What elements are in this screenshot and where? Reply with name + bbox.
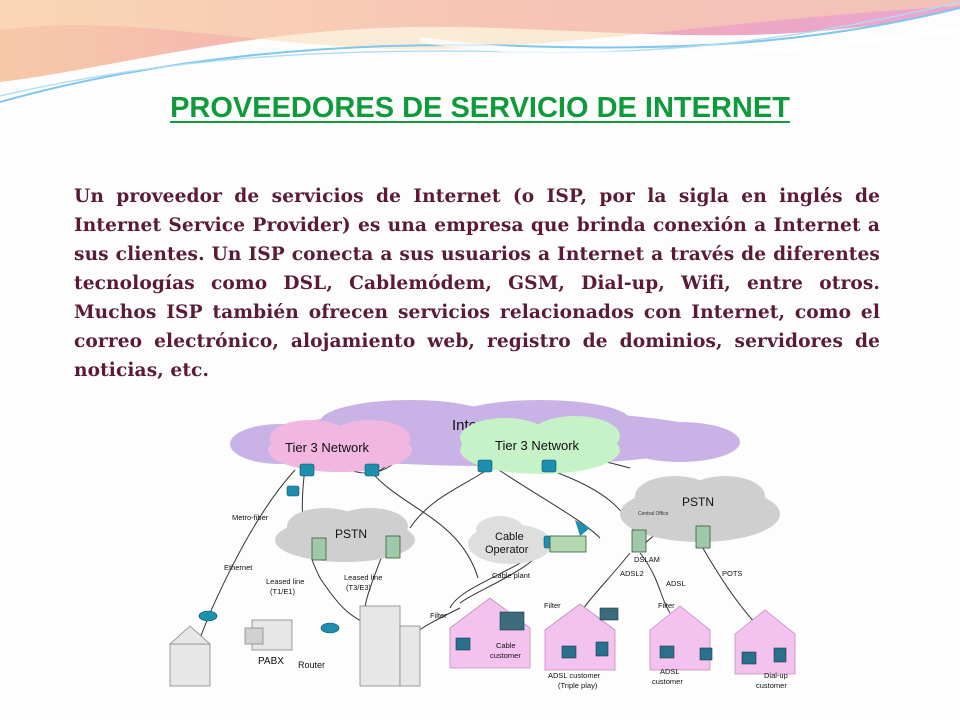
- computer-icon: [699, 647, 713, 661]
- cable-customer-label-2: customer: [490, 651, 521, 660]
- server-icon: [695, 525, 711, 549]
- phone-icon: [595, 641, 609, 657]
- adsl-label: ADSL: [666, 579, 686, 588]
- satellite-dish-icon: [575, 520, 590, 536]
- tv-icon: [599, 607, 619, 621]
- cloud-tier3-left: Tier 3 Network: [268, 420, 412, 472]
- cloud-pstn-right: PSTN Central Office: [620, 476, 780, 542]
- router-icon: [477, 459, 493, 473]
- adsl-triple-play-sub: (Triple play): [558, 681, 598, 690]
- computer-icon: [659, 645, 675, 659]
- building-right: [359, 605, 421, 687]
- computer-icon: [561, 645, 577, 659]
- dslam-icon: [631, 529, 647, 553]
- adsl-customer-label-2: customer: [652, 677, 683, 686]
- filter-label-1: Filter: [430, 611, 447, 620]
- switch-icon: [286, 485, 300, 497]
- cloud-pstn-left: PSTN: [275, 508, 415, 562]
- decorative-wave-header: [0, 0, 960, 103]
- dslam-label: DSLAM: [634, 555, 660, 564]
- dialup-customer-label-2: customer: [756, 681, 787, 690]
- cloud-tier3-right: Tier 3 Network: [460, 416, 620, 474]
- filter-label-2: Filter: [544, 601, 561, 610]
- isp-description: Un proveedor de servicios de Internet (o…: [74, 186, 880, 381]
- exchange-servers: [311, 525, 711, 561]
- cable-operator-label-1: Cable: [495, 531, 524, 543]
- leased-line-right-label: Leased line: [344, 573, 382, 582]
- leased-line-right-sub: (T3/E3): [346, 583, 372, 592]
- phone-icon: [773, 647, 787, 663]
- router-icon: [198, 610, 218, 622]
- server-icon: [385, 535, 401, 559]
- router-icon: [541, 459, 557, 473]
- cable-customer-label-1: Cable: [496, 641, 516, 650]
- pots-label: POTS: [722, 569, 742, 578]
- leased-line-left-sub: (T1/E1): [270, 587, 296, 596]
- router-icon: [364, 463, 380, 477]
- house-dialup-customer: [734, 609, 796, 675]
- page-title: PROVEEDORES DE SERVICIO DE INTERNET: [170, 92, 790, 124]
- tier3-right-label: Tier 3 Network: [495, 438, 580, 453]
- tier3-left-label: Tier 3 Network: [285, 440, 370, 455]
- cable-plant-label: Cable plant: [492, 571, 531, 580]
- building-pabx: [244, 619, 293, 651]
- router-icon: [299, 463, 315, 477]
- adsl-customer-label-1: ADSL: [660, 667, 680, 676]
- ethernet-label: Ethernet: [224, 563, 253, 572]
- pstn-right-label: PSTN: [682, 495, 714, 509]
- leased-line-left-label: Leased line: [266, 577, 304, 586]
- cloud-cable-operator: Cable Operator: [468, 516, 552, 564]
- building-left: [168, 625, 212, 687]
- adsl-triple-play-label: ADSL customer: [548, 671, 601, 680]
- central-office-label: Central Office: [638, 511, 669, 517]
- customer-devices: [455, 607, 787, 665]
- cable-operator-label-2: Operator: [485, 544, 529, 556]
- filter-label-3: Filter: [658, 601, 675, 610]
- computer-icon: [455, 637, 471, 651]
- router-label: Router: [298, 660, 325, 670]
- pabx-label: PABX: [258, 656, 284, 667]
- router-icon: [320, 622, 340, 634]
- pstn-left-label: PSTN: [335, 527, 367, 541]
- cable-headend-icon: [549, 535, 587, 553]
- diagram-labels: Metro-fiber Ethernet Leased line (T1/E1)…: [224, 513, 788, 690]
- adsl2-label: ADSL2: [620, 569, 644, 578]
- isp-network-diagram: Internet Tier 3 Network Tier 3 Network P…: [168, 400, 796, 690]
- house-adsl-customer: [649, 605, 711, 671]
- dialup-customer-label-1: Dial-up: [764, 671, 788, 680]
- metro-fiber-label: Metro-fiber: [232, 513, 269, 522]
- computer-icon: [741, 651, 757, 665]
- tv-icon: [499, 611, 525, 631]
- server-icon: [311, 537, 327, 561]
